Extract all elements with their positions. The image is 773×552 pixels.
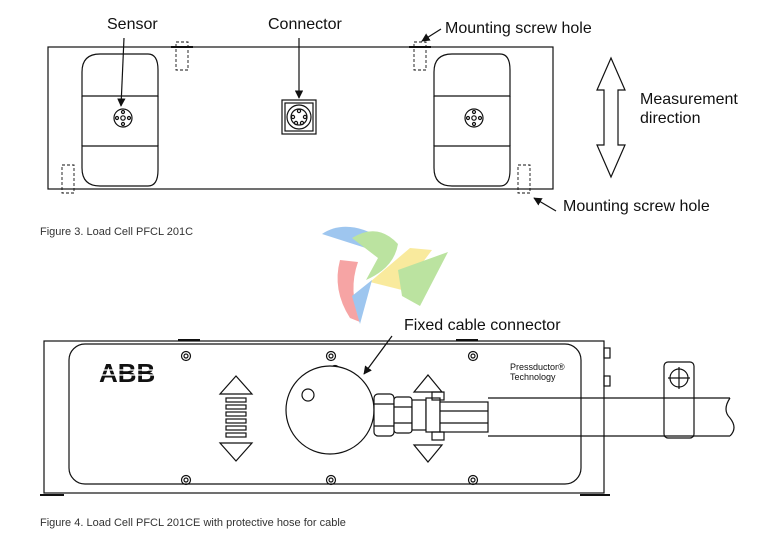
measurement-direction-arrow <box>596 56 626 179</box>
mounting-screw-hole-top-label: Mounting screw hole <box>445 20 592 37</box>
sensor-label: Sensor <box>107 16 158 33</box>
fixed-cable-connector-label: Fixed cable connector <box>404 317 561 334</box>
figure-3-caption: Figure 3. Load Cell PFCL 201C <box>40 226 194 238</box>
fig3-leader-arrows <box>117 28 557 212</box>
technology-label: Technology <box>510 372 556 382</box>
load-cell-201ce <box>40 339 735 496</box>
figure-4-caption: Figure 4. Load Cell PFCL 201CE with prot… <box>40 517 346 529</box>
abb-logo-text: ABB <box>99 358 155 388</box>
measurement-label: Measurement <box>640 91 738 108</box>
direction-label: direction <box>640 110 701 127</box>
connector-label: Connector <box>268 16 342 33</box>
mounting-screw-hole-bottom-label: Mounting screw hole <box>563 198 710 215</box>
load-cell-201c <box>47 41 554 194</box>
abb-logo: ABB <box>97 358 156 388</box>
watermark-logo <box>322 226 448 324</box>
fig4-leader-arrow <box>363 335 393 375</box>
pressductor-label: Pressductor® <box>510 362 565 372</box>
